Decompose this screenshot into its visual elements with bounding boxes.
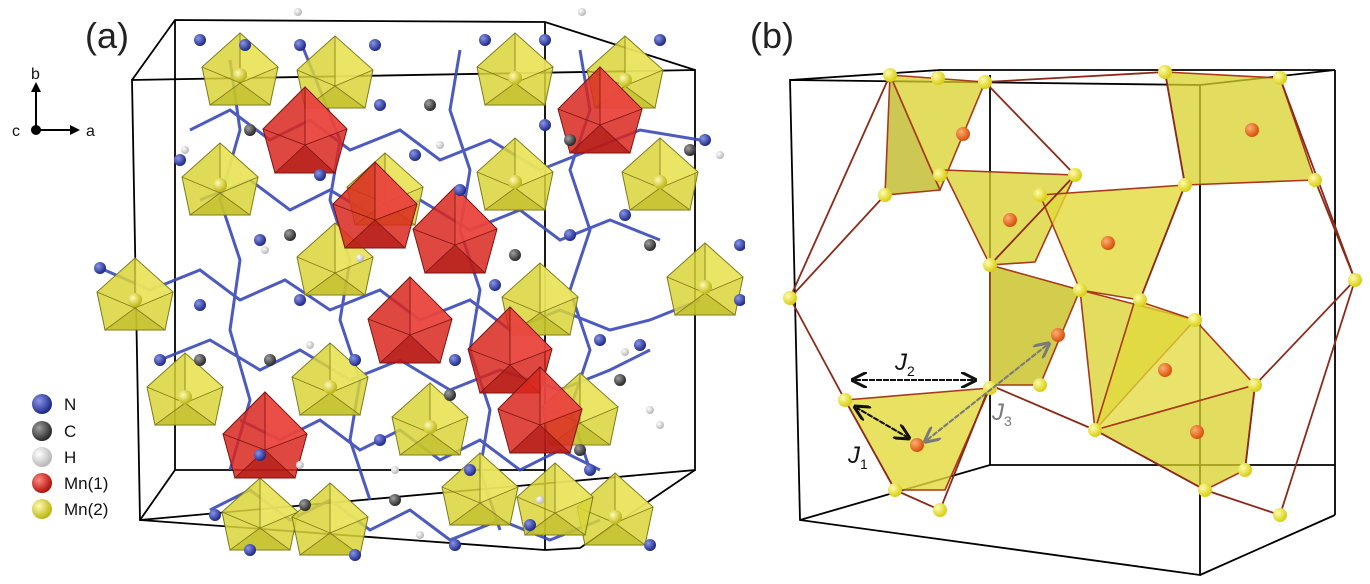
panel-a-label: (a) — [85, 15, 129, 56]
legend-item-h: H — [32, 447, 76, 467]
legend-label: H — [64, 448, 76, 467]
j3-label: J3 — [991, 399, 1012, 429]
legend-label: Mn(1) — [64, 474, 108, 493]
legend-item-mn1: Mn(1) — [32, 473, 108, 493]
legend-label: N — [64, 395, 76, 414]
panel-b-label: (b) — [750, 15, 794, 56]
coupling-arrows — [855, 345, 1047, 440]
j1-label: J1 — [847, 442, 868, 472]
nitrogen-atoms — [94, 34, 745, 561]
legend: N C H Mn(1) Mn(2) — [32, 394, 108, 519]
tetrahedra — [844, 71, 1316, 491]
mn2-atoms — [128, 68, 712, 524]
unit-cell-box — [131, 19, 696, 551]
panel-b: (b) — [745, 0, 1370, 584]
legend-item-n: N — [32, 394, 76, 414]
axis-a-label: a — [86, 123, 95, 140]
axis-indicator: b c a — [12, 66, 95, 140]
crystal-structure-illustration: (a) — [12, 8, 745, 561]
mn1-atoms — [910, 123, 1259, 452]
tetrahedral-network-illustration: (b) — [750, 15, 1362, 577]
legend-label: C — [64, 422, 76, 441]
panel-a: (a) — [12, 8, 745, 561]
carbon-atoms — [194, 99, 696, 511]
hydrogen-atoms — [181, 8, 724, 539]
axis-b-label: b — [31, 66, 40, 83]
legend-item-c: C — [32, 421, 76, 441]
coupling-labels: J1 J2 J3 — [847, 349, 1012, 472]
axis-c-label: c — [12, 123, 20, 140]
j2-label: J2 — [894, 349, 915, 379]
bond-lines — [789, 71, 1356, 516]
legend-item-mn2: Mn(2) — [32, 499, 108, 519]
mn2-atoms — [783, 65, 1362, 522]
legend-label: Mn(2) — [64, 500, 108, 519]
